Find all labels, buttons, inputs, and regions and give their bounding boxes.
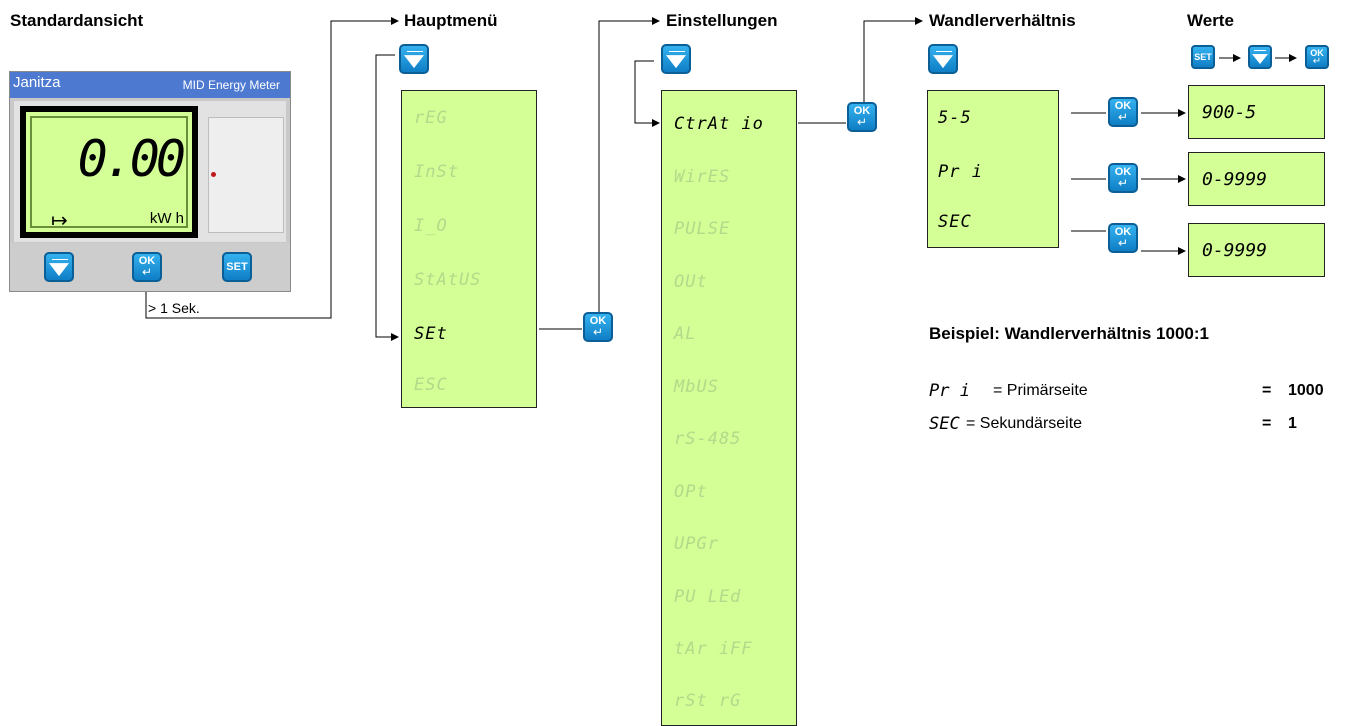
ratio-menu-item: Pr i [938,162,983,182]
main-menu-item: ESC [414,375,448,395]
ratio-menu-item: SEC [938,212,972,232]
example-eq-secondary: = [1262,415,1272,432]
ok-label: OK [1114,226,1132,238]
connector-mainmenu-loop [375,54,399,341]
ok-label: OK [589,315,607,327]
enter-icon: ↵ [856,115,868,129]
display-arrow-icon: ↦ [51,210,68,232]
set-label: SET [226,261,248,273]
device-face: 0.00 ↦ kW h [14,101,286,242]
settings-menu-item: OPt [674,482,708,502]
main-menu-item-active: SEt [414,324,448,344]
enter-icon: ↵ [1117,110,1129,124]
ratio-down-button[interactable] [928,44,958,74]
display-reading: 0.00 [77,130,186,188]
chevron-down-icon [666,55,686,69]
value-display-ratio: 900-5 [1188,85,1325,139]
title-ratio: Wandlerverhältnis [929,11,1076,30]
enter-icon: ↵ [1117,236,1129,250]
enter-icon: ↵ [592,325,604,339]
main-menu-item: InSt [414,162,459,182]
example-eq-primary: = [1262,382,1272,399]
ok-label: OK [1114,166,1132,178]
main-menu-item: rEG [414,108,448,128]
settings-menu-item: MbUS [674,377,719,397]
device-display-frame: 0.00 ↦ kW h [20,106,198,238]
ok-label: OK [138,255,156,267]
enter-icon: ↵ [141,265,153,279]
pri-row-ok-button[interactable]: OK ↵ [1108,163,1138,193]
device-header: Janitza MID Energy Meter [10,72,290,98]
settings-menu-item: WirES [674,167,731,187]
settings-menu-item: OUt [674,272,708,292]
mainmenu-ok-button[interactable]: OK ↵ [583,312,613,342]
main-menu-item: I_O [414,216,448,236]
settings-ok-button[interactable]: OK ↵ [847,102,877,132]
device-model: MID Energy Meter [182,78,280,92]
device-set-button[interactable]: SET [222,252,252,282]
connector-standard-to-mainmenu [145,17,399,319]
example-value-primary: 1000 [1288,382,1324,399]
device-side-window [208,117,284,233]
value-display-primary: 0-9999 [1188,152,1325,206]
ratio-menu-display: 5-5 Pr i SEC [927,90,1059,248]
title-values: Werte [1187,11,1234,30]
example-text-secondary: = Sekundärseite [966,415,1083,432]
example-code-primary: Pr i [929,381,970,401]
ok-label: OK [1114,100,1132,112]
energy-meter-device: Janitza MID Energy Meter 0.00 ↦ kW h [9,71,291,292]
chevron-down-icon [49,263,69,277]
device-brand: Janitza [13,74,61,91]
display-unit: kW h [149,210,184,227]
connector-ok-to-ratio [863,17,923,102]
chevron-down-icon [404,55,424,69]
legend-down-button [1248,45,1272,69]
enter-icon: ↵ [1312,56,1322,67]
settings-menu-item-active: CtrAt io [674,114,764,134]
status-led [211,172,216,177]
chevron-down-icon [933,55,953,69]
settings-menu-item: PULSE [674,219,731,239]
settings-down-button[interactable] [661,44,691,74]
settings-menu-item: tAr iFF [674,639,753,659]
chevron-down-icon [1252,54,1268,64]
enter-icon: ↵ [1117,176,1129,190]
sec-row-ok-button[interactable]: OK ↵ [1108,223,1138,253]
ok-label: OK [1310,48,1324,58]
connector-ok-to-settings [598,17,660,313]
title-main-menu: Hauptmenü [404,11,498,30]
settings-menu-item: AL [674,324,697,344]
example-text-primary: = Primärseite [993,382,1088,399]
main-menu-item: StAtUS [414,270,482,290]
example-value-secondary: 1 [1288,415,1297,432]
device-ok-button[interactable]: OK ↵ [132,252,162,282]
settings-menu-item: rS-485 [674,429,742,449]
settings-menu-display: CtrAt io WirES PULSE OUt AL MbUS rS-485 … [661,90,797,726]
ratio-menu-item: 5-5 [938,108,972,128]
device-display: 0.00 ↦ kW h [26,112,192,232]
primary-row-ok-button[interactable]: OK ↵ [1108,97,1138,127]
main-menu-display: rEG InSt I_O StAtUS SEt ESC [401,90,537,408]
settings-menu-item: rSt rG [674,691,742,711]
value-display-secondary: 0-9999 [1188,223,1325,277]
legend-ok-button: OK ↵ [1305,45,1329,69]
legend-set-button: SET [1191,45,1215,69]
settings-menu-item: PU LEd [674,587,742,607]
example-heading: Beispiel: Wandlerverhältnis 1000:1 [929,324,1209,343]
set-label: SET [1194,52,1212,62]
hold-duration-label: > 1 Sek. [148,300,200,316]
connector-settings-loop [634,60,660,127]
settings-menu-item: UPGr [674,534,719,554]
mainmenu-down-button[interactable] [399,44,429,74]
device-down-button[interactable] [44,252,74,282]
title-standard-view: Standardansicht [10,11,144,30]
example-code-secondary: SEC [929,414,960,434]
title-settings: Einstellungen [666,11,778,30]
ok-label: OK [853,105,871,117]
